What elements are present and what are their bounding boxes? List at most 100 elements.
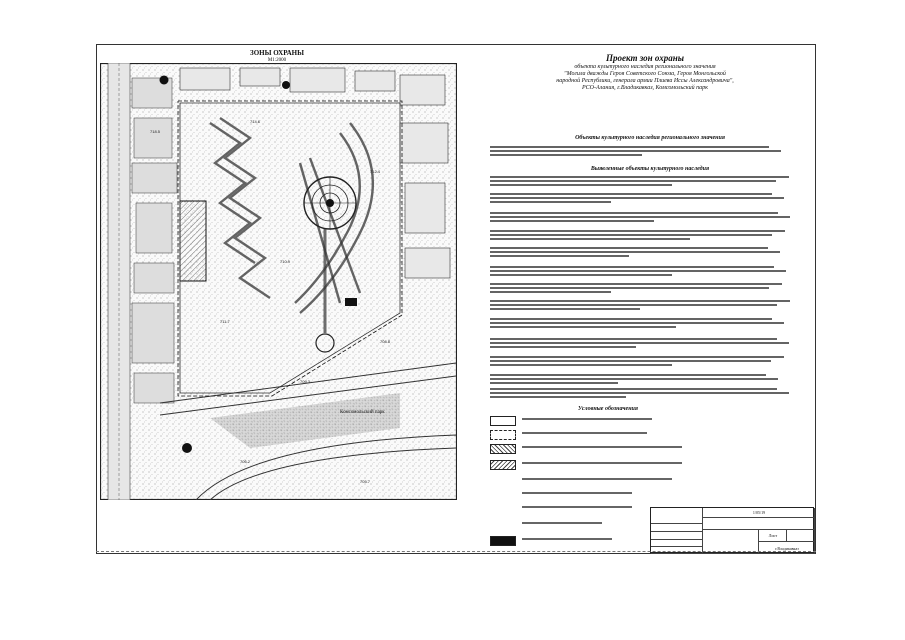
text-line	[490, 318, 772, 320]
zone-boundary-dashed	[177, 100, 403, 397]
legend-text	[522, 506, 632, 508]
text-line	[490, 234, 772, 236]
legend-item	[490, 536, 640, 548]
header-title: Проект зон охраны	[606, 53, 684, 63]
title-block: 1/05/19 Лист г.Владикавказ	[650, 507, 815, 554]
legend-symbol	[490, 536, 516, 546]
text-line	[490, 283, 782, 285]
text-line	[490, 266, 774, 268]
legend-symbol	[490, 504, 516, 514]
left-building-blocks	[131, 77, 178, 404]
legend-symbol	[490, 416, 516, 426]
text-line	[490, 220, 654, 222]
text-line	[490, 360, 771, 362]
legend-item	[490, 460, 682, 472]
park-paths	[209, 117, 375, 314]
protection-zone-hatched	[179, 200, 207, 282]
legend-text	[522, 446, 682, 448]
legend-text	[522, 522, 602, 524]
svg-text:708.8: 708.8	[380, 339, 391, 344]
text-line	[490, 201, 611, 203]
text-line	[490, 247, 768, 249]
svg-text:714.6: 714.6	[250, 119, 261, 124]
text-line	[490, 184, 672, 186]
site-plan-svg: 718.5 714.6 712.4 710.9 711.7 708.8 709.…	[100, 63, 457, 500]
svg-text:711.7: 711.7	[220, 319, 230, 324]
legend-symbol	[490, 460, 516, 470]
text-line	[490, 197, 784, 199]
text-line	[490, 193, 772, 195]
legend-text	[522, 492, 632, 494]
text-line	[490, 374, 766, 376]
svg-text:706.2: 706.2	[240, 459, 251, 464]
legend-item	[490, 476, 672, 488]
legend-item	[490, 444, 682, 456]
header-line-2: "Могила дважды Героя Советского Союза, Г…	[564, 70, 726, 77]
object-marker	[182, 443, 192, 453]
svg-text:710.9: 710.9	[280, 259, 291, 264]
legend-item	[490, 520, 640, 532]
text-line	[490, 287, 769, 289]
stamp-code: 1/05/19	[752, 510, 766, 515]
park-boundary	[179, 102, 401, 394]
site-plan-map: 718.5 714.6 712.4 710.9 711.7 708.8 709.…	[100, 63, 457, 500]
stamp-org: г.Владикавказ	[775, 546, 799, 551]
legend-item	[490, 504, 640, 516]
stamp-sheet-label: Лист	[768, 533, 778, 538]
monument-marker	[326, 199, 334, 207]
label-park: Комсомольский парк	[340, 410, 385, 415]
header-line-4: РСО-Алания, г.Владикавказ, Комсомольский…	[582, 85, 708, 92]
text-line	[490, 291, 611, 293]
svg-text:705.7: 705.7	[360, 479, 371, 484]
legend-heading: Условные обозначения	[578, 406, 638, 412]
cut-line	[96, 551, 816, 552]
text-line	[490, 342, 789, 344]
object-marker	[159, 75, 169, 85]
block-heading-regional: Объекты культурного наследия регионально…	[575, 135, 725, 141]
text-line	[490, 322, 784, 324]
text-line	[490, 146, 769, 148]
legend-symbol	[490, 490, 516, 500]
text-line	[490, 180, 776, 182]
text-line	[490, 364, 672, 366]
text-line	[490, 388, 777, 390]
text-line	[490, 326, 676, 328]
text-line	[490, 308, 640, 310]
legend-symbol	[490, 444, 516, 454]
text-line	[490, 212, 778, 214]
text-line	[490, 274, 672, 276]
text-line	[490, 338, 777, 340]
text-line	[490, 230, 785, 232]
elevation-labels: 718.5 714.6 712.4 710.9 711.7 708.8 709.…	[150, 119, 391, 484]
map-title: ЗОНЫ ОХРАНЫ	[250, 49, 304, 57]
legend-text	[522, 462, 682, 464]
text-line	[490, 176, 789, 178]
street-left	[107, 63, 131, 500]
text-line	[490, 251, 780, 253]
text-line	[490, 396, 626, 398]
object-marker	[282, 81, 290, 89]
legend-symbol	[490, 476, 516, 486]
header-line-3: народной Республики, генерала армии Плие…	[556, 78, 734, 85]
object-marker	[345, 298, 357, 306]
legend-text	[522, 478, 672, 480]
text-line	[490, 382, 618, 384]
top-buildings	[179, 67, 451, 279]
text-line	[490, 346, 636, 348]
legend-item	[490, 490, 640, 502]
text-line	[490, 392, 789, 394]
legend-symbol	[490, 430, 516, 440]
text-line	[490, 304, 777, 306]
text-line	[490, 300, 790, 302]
legend-text	[522, 418, 652, 420]
text-line	[490, 150, 781, 152]
road-diagonal	[159, 362, 457, 404]
map-scale: М1:2000	[267, 58, 287, 63]
text-line	[490, 270, 786, 272]
alley-roundabout	[315, 333, 335, 353]
text-line	[490, 216, 790, 218]
legend-item	[490, 430, 647, 442]
header-line-1: объекта культурного наследия регионально…	[574, 63, 716, 70]
sheet-header: Проект зон охраны объекта культурного на…	[525, 53, 765, 93]
legend-text	[522, 538, 612, 540]
